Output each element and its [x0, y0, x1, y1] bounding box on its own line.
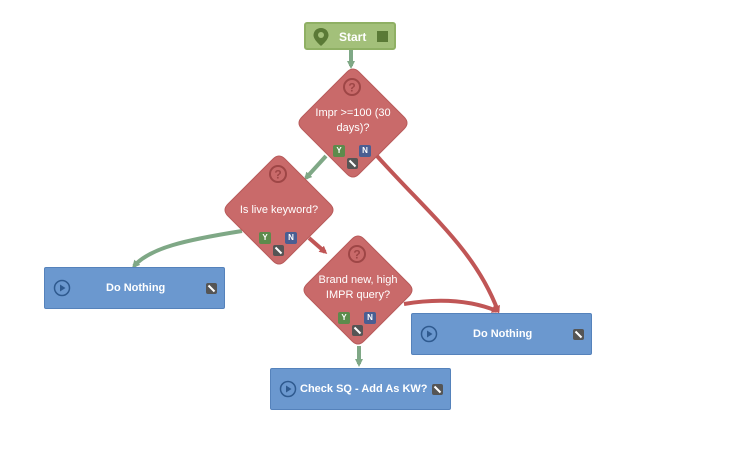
edge-brand-no-to-do-nothing-right [403, 298, 500, 313]
no-badge[interactable]: N [364, 312, 376, 324]
start-node[interactable]: Start [304, 22, 396, 50]
decision-is-live-keyword[interactable]: ? Is live keyword? Y N [223, 154, 335, 266]
svg-text:?: ? [353, 248, 360, 262]
svg-text:?: ? [274, 168, 281, 182]
edge-impr-yes-to-live [303, 154, 328, 181]
diamond-shape [298, 68, 408, 178]
play-icon[interactable] [279, 380, 297, 398]
start-label: Start [339, 30, 367, 44]
yes-badge[interactable]: Y [333, 145, 345, 157]
disable-icon[interactable] [273, 245, 284, 256]
decision-label: Brand new, high IMPR query? [318, 274, 398, 301]
disable-icon[interactable] [432, 384, 443, 395]
disable-icon[interactable] [352, 325, 363, 336]
edge-live-yes-to-do-nothing-left [132, 229, 243, 269]
yes-badge[interactable]: Y [338, 312, 350, 324]
diamond-shape [224, 155, 334, 265]
play-icon[interactable] [420, 325, 438, 343]
question-icon: ? [269, 165, 287, 183]
edge-live-no-to-brand [307, 236, 328, 254]
decision-brand-new-high-impr[interactable]: ? Brand new, high IMPR query? Y N [302, 234, 414, 346]
question-icon: ? [343, 78, 361, 96]
edge-impr-no-to-do-nothing-right [375, 154, 500, 314]
disable-icon[interactable] [573, 329, 584, 340]
diamond-shape [303, 235, 413, 345]
action-label: Check SQ - Add As KW? [300, 383, 428, 395]
map-pin-icon [313, 28, 329, 46]
disable-icon[interactable] [347, 158, 358, 169]
stop-square-icon[interactable] [377, 31, 388, 42]
action-check-sq-add-as-kw[interactable]: Check SQ - Add As KW? [270, 368, 451, 410]
action-label: Do Nothing [106, 282, 166, 294]
decision-label: Is live keyword? [239, 204, 319, 216]
svg-text:?: ? [348, 81, 355, 95]
action-do-nothing-right[interactable]: Do Nothing [411, 313, 592, 355]
decision-impr-30-days[interactable]: ? Impr >=100 (30 days)? Y N [297, 67, 409, 179]
no-badge[interactable]: N [359, 145, 371, 157]
play-icon[interactable] [53, 279, 71, 297]
no-badge[interactable]: N [285, 232, 297, 244]
question-icon: ? [348, 245, 366, 263]
yes-badge[interactable]: Y [259, 232, 271, 244]
action-label: Do Nothing [473, 328, 533, 340]
decision-label: Impr >=100 (30 days)? [315, 107, 391, 134]
disable-icon[interactable] [206, 283, 217, 294]
action-do-nothing-left[interactable]: Do Nothing [44, 267, 225, 309]
